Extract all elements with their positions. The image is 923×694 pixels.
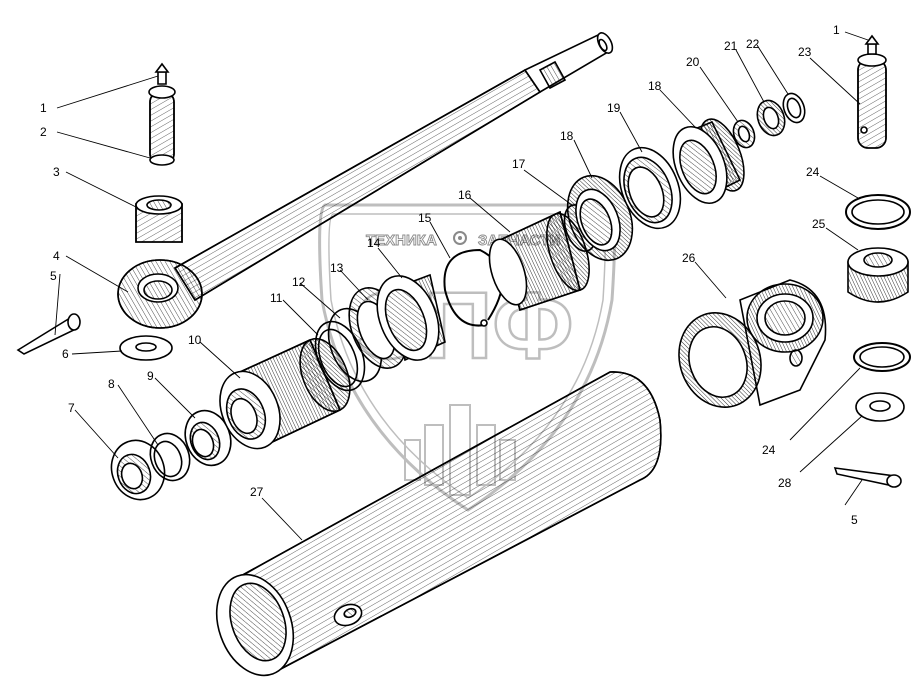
part-21-ring xyxy=(753,97,790,140)
callout-labels: 1 2 3 4 5 6 7 8 9 10 11 12 13 14 15 16 1… xyxy=(40,23,858,527)
callout-24-upper: 24 xyxy=(806,165,820,179)
part-20-ring xyxy=(730,117,758,150)
part-1-right-grease-nipple xyxy=(866,36,878,54)
part-24-snap-ring-lower xyxy=(854,343,910,371)
callout-23: 23 xyxy=(798,45,812,59)
callout-22: 22 xyxy=(746,37,760,51)
part-14-piston xyxy=(366,267,451,370)
callout-9: 9 xyxy=(147,369,154,383)
part-18-seal-left xyxy=(556,166,645,270)
callout-24-lower: 24 xyxy=(762,443,776,457)
part-22-ring xyxy=(779,90,808,125)
callout-18-right: 18 xyxy=(648,79,662,93)
callout-5-left: 5 xyxy=(50,269,57,283)
callout-7: 7 xyxy=(68,401,75,415)
part-28-washer xyxy=(856,393,904,421)
callout-17: 17 xyxy=(512,157,526,171)
part-5-left-cotter-pin xyxy=(18,314,80,354)
part-25-spherical-bearing xyxy=(848,248,908,302)
part-5-right-cotter-pin xyxy=(835,468,901,487)
part-9-ring xyxy=(178,404,238,472)
callout-13: 13 xyxy=(330,261,344,275)
gear-icon xyxy=(453,231,467,245)
callout-1-right: 1 xyxy=(833,23,840,37)
callout-25: 25 xyxy=(812,217,826,231)
callout-19: 19 xyxy=(607,101,621,115)
part-23-right-pin xyxy=(858,54,886,148)
callout-5-right: 5 xyxy=(851,513,858,527)
callout-15: 15 xyxy=(418,211,432,225)
callout-21: 21 xyxy=(724,39,738,53)
callout-1-left: 1 xyxy=(40,101,47,115)
part-19-ring xyxy=(608,139,691,238)
part-27-cylinder-tube xyxy=(203,372,660,686)
part-16-piston-body xyxy=(482,208,597,310)
callout-4: 4 xyxy=(53,249,60,263)
leader-lines xyxy=(54,31,869,541)
callout-18-left: 18 xyxy=(560,129,574,143)
callout-27: 27 xyxy=(250,485,264,499)
callout-12: 12 xyxy=(292,275,306,289)
callout-2: 2 xyxy=(40,125,47,139)
part-3-bushing xyxy=(136,196,182,242)
part-6-washer xyxy=(120,336,172,360)
callout-6: 6 xyxy=(62,347,69,361)
part-18-seal-right xyxy=(663,113,753,211)
callout-10: 10 xyxy=(188,333,202,347)
part-7-cap-ring xyxy=(103,433,172,507)
callout-3: 3 xyxy=(53,165,60,179)
callout-26: 26 xyxy=(682,251,696,265)
part-1-left-grease-nipple xyxy=(156,64,168,84)
part-26-cylinder-head xyxy=(666,280,826,419)
watermark-text-left: ТЕХНИКА xyxy=(366,232,437,249)
callout-14: 14 xyxy=(367,236,381,250)
part-4-piston-rod xyxy=(118,30,615,328)
callout-20: 20 xyxy=(686,55,700,69)
callout-11: 11 xyxy=(270,291,283,305)
callout-16: 16 xyxy=(458,188,472,202)
callout-8: 8 xyxy=(108,377,115,391)
part-2-left-pin xyxy=(149,86,175,165)
part-10-gland xyxy=(209,332,360,458)
part-8-seal-ring xyxy=(144,428,196,486)
callout-28: 28 xyxy=(778,476,792,490)
part-24-snap-ring-upper xyxy=(846,195,910,229)
